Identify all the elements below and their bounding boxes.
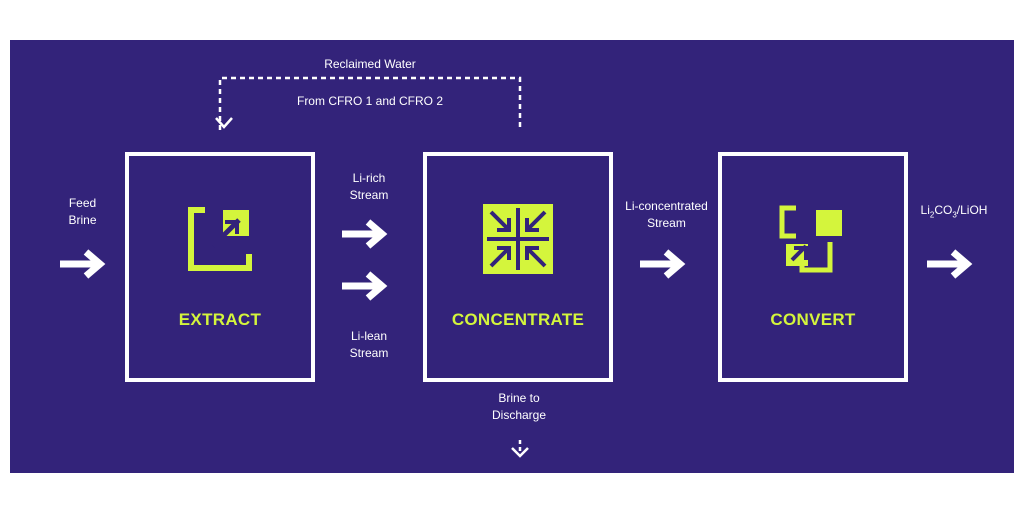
reclaimed-source-label: From CFRO 1 and CFRO 2	[296, 94, 444, 108]
extract-label: EXTRACT	[178, 310, 262, 329]
process-diagram: Reclaimed Water From CFRO 1 and CFRO 2 F…	[10, 40, 1014, 473]
extract-stage-box: EXTRACT	[125, 152, 315, 382]
convert-stage-box: CONVERT	[718, 152, 908, 382]
discharge-down-arrow-icon	[511, 440, 529, 458]
output-arrow-icon	[927, 249, 973, 279]
recycle-loop-line	[218, 76, 522, 130]
convert-squares-icon	[779, 205, 842, 273]
concentrate-stage-box: CONCENTRATE	[423, 152, 613, 382]
recycle-down-arrow-icon	[215, 117, 233, 129]
li-concentrated-arrow-icon	[640, 249, 686, 279]
convert-label: CONVERT	[770, 310, 856, 329]
product-label: Li2CO3/LiOH	[920, 203, 988, 220]
expand-arrow-icon	[188, 207, 252, 271]
concentrate-label: CONCENTRATE	[451, 310, 585, 329]
feed-arrow-icon	[60, 249, 106, 279]
reclaimed-water-label: Reclaimed Water	[324, 57, 416, 71]
li-rich-arrow-icon	[342, 219, 388, 249]
compress-arrows-icon	[483, 204, 553, 274]
li-lean-arrow-icon	[342, 271, 388, 301]
